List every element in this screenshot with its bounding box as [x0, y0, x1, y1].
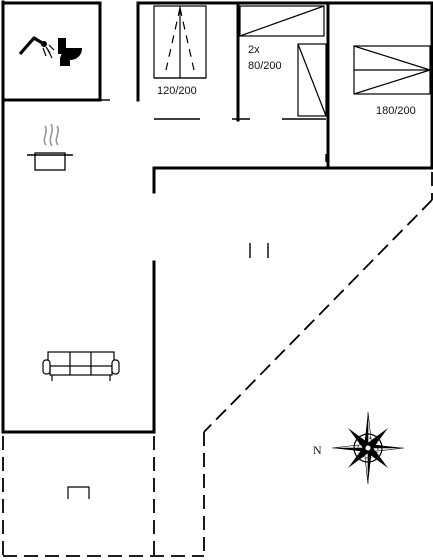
bed-80-side-diagonal [297, 43, 327, 117]
walls [1, 0, 433, 434]
bed-80-label: 80/200 [248, 60, 282, 72]
bed-180-diag-a [353, 45, 431, 71]
bed-80-top [239, 5, 325, 37]
terrace-seat [67, 486, 90, 499]
door-lines [100, 99, 327, 258]
bed-120-label: 120/200 [157, 85, 197, 97]
compass-rose-icon [331, 411, 405, 485]
bed-80-count: 2x [248, 44, 260, 56]
bed-180-diag-b [353, 69, 431, 95]
bed-120-fold-a [165, 7, 181, 71]
cooking-pot-icon [27, 123, 73, 171]
bed-180 [353, 45, 431, 95]
bed-80-side [297, 43, 327, 117]
bed-120 [153, 5, 207, 79]
toilet-icon [58, 38, 82, 66]
bed-80-top-diagonal [239, 5, 325, 37]
bed-80-top-frame [239, 5, 325, 37]
sofa-icon [42, 351, 120, 381]
terrace-edge-diagonal [203, 199, 433, 433]
shower-icon [18, 36, 55, 59]
bed-120-fold-b [179, 7, 195, 71]
bed-180-label: 180/200 [376, 105, 416, 117]
compass-north-label: N [313, 443, 322, 457]
terrace-outline [2, 172, 433, 557]
bed-80-side-frame [297, 43, 327, 117]
